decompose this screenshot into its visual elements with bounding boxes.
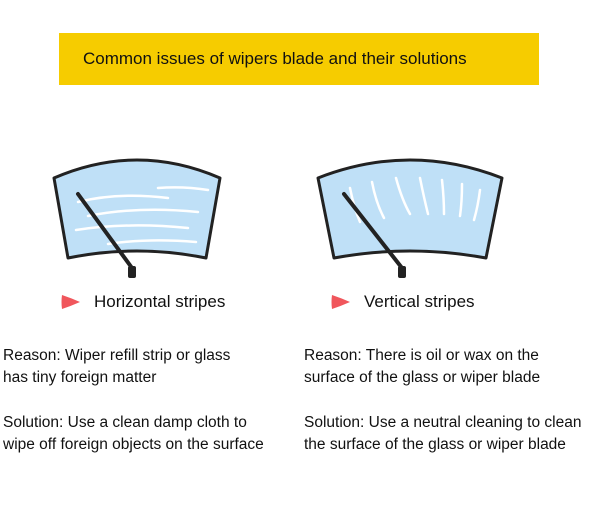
solution-line: the surface of the glass or wiper blade [304, 436, 566, 453]
wiper-pivot [398, 266, 406, 278]
solution-line: Solution: Use a neutral cleaning to clea… [304, 414, 582, 431]
reason-line: Reason: Wiper refill strip or glass [3, 347, 231, 364]
stripe [86, 208, 200, 218]
wiper-blade [342, 192, 404, 270]
stripe [370, 180, 386, 220]
red-arrow-icon [331, 295, 350, 309]
solution-text: Solution: Use a clean damp cloth to wipe… [3, 412, 264, 456]
solution-line: Solution: Use a clean damp cloth to [3, 414, 247, 431]
windshield-glass [316, 158, 504, 260]
issue-label: Vertical stripes [364, 292, 475, 311]
red-arrow-icon [61, 295, 80, 309]
stripe [156, 186, 210, 192]
stripe [458, 182, 464, 218]
reason-text: Reason: There is oil or wax on the surfa… [304, 345, 540, 389]
stripe [74, 224, 190, 232]
windshield-horizontal-stripes-illustration [52, 158, 222, 278]
stripe [76, 194, 170, 204]
stripe [440, 178, 446, 216]
issue-marker-vertical: Vertical stripes [330, 292, 475, 312]
issue-label: Horizontal stripes [94, 292, 226, 311]
windshield-vertical-stripes-illustration [316, 158, 504, 278]
reason-line: Reason: There is oil or wax on the [304, 347, 539, 364]
wiper-pivot [128, 266, 136, 278]
reason-line: surface of the glass or wiper blade [304, 369, 541, 386]
stripe [418, 176, 430, 216]
solution-text: Solution: Use a neutral cleaning to clea… [304, 412, 581, 456]
stripe [394, 176, 412, 216]
title-banner: Common issues of wipers blade and their … [59, 33, 539, 85]
wiper-blade [76, 192, 134, 270]
issue-marker-horizontal: Horizontal stripes [60, 292, 225, 312]
reason-text: Reason: Wiper refill strip or glass has … [3, 345, 230, 389]
solution-line: wipe off foreign objects on the surface [3, 436, 264, 453]
reason-line: has tiny foreign matter [3, 369, 157, 386]
page-title: Common issues of wipers blade and their … [83, 49, 467, 68]
stripe [472, 188, 482, 222]
